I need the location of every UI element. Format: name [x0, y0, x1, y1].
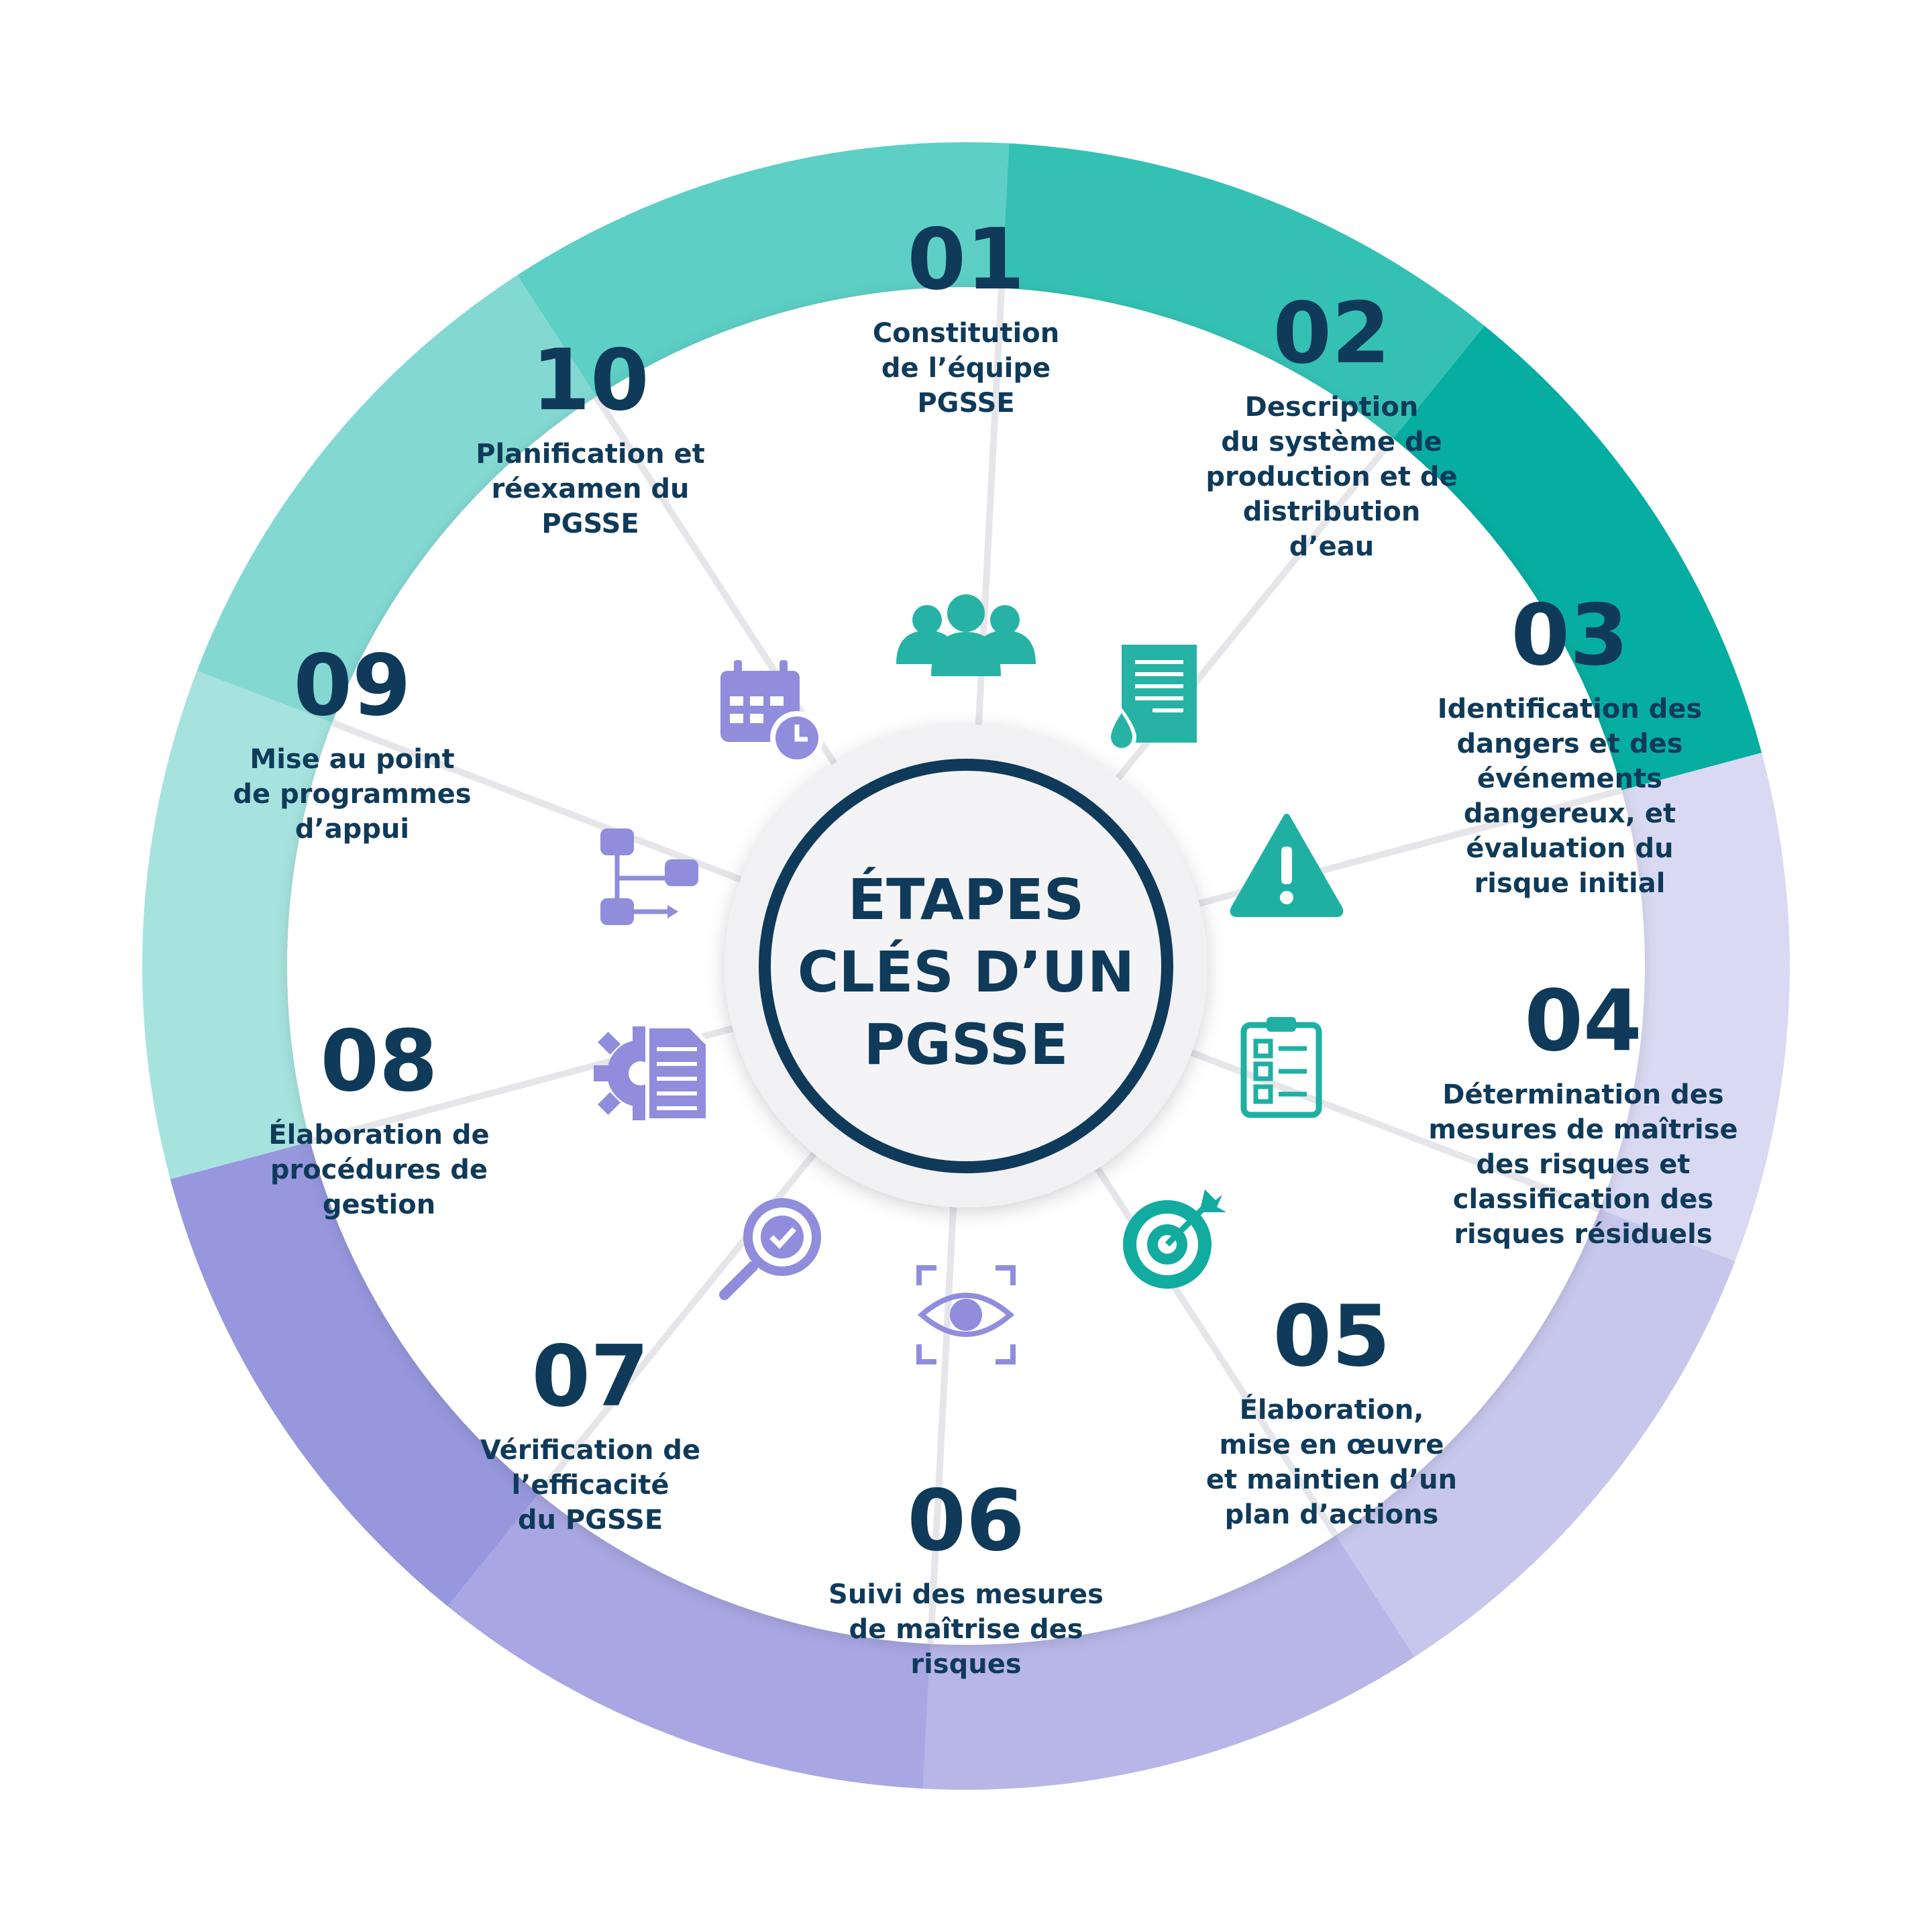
- step-label-line: Planification et: [476, 439, 705, 470]
- checklist-icon: [1240, 1017, 1322, 1118]
- calendar-clock-icon: [720, 660, 824, 765]
- step-number: 10: [531, 331, 649, 429]
- target-icon: [1123, 1189, 1226, 1289]
- step-label-line: évaluation du: [1466, 833, 1673, 864]
- step-label-line: Élaboration de: [268, 1118, 489, 1150]
- step-label-line: de maîtrise des: [849, 1614, 1083, 1645]
- inner-divider-02: [331, 719, 742, 883]
- step-label-line: des risques et: [1477, 1149, 1690, 1180]
- step-label-line: distribution: [1243, 496, 1421, 527]
- center-hub: [759, 759, 1173, 1173]
- step-label-line: d’eau: [1289, 531, 1374, 562]
- step-label-line: Description: [1245, 392, 1419, 423]
- step-label-line: dangereux, et: [1464, 798, 1676, 829]
- step-label-line: événements: [1477, 763, 1662, 794]
- step-label-line: du système de: [1221, 427, 1442, 458]
- gear-document-icon: [594, 1024, 710, 1122]
- step-icons: [594, 594, 1344, 1364]
- step-label-line: risque initial: [1474, 868, 1666, 899]
- center-title-line-3: PGSSE: [863, 1012, 1068, 1077]
- step-label-line: PGSSE: [541, 508, 639, 539]
- step-number: 07: [531, 1327, 649, 1426]
- step-number: 04: [1524, 971, 1642, 1070]
- workflow-icon: [600, 828, 698, 925]
- segment-10: [170, 1131, 564, 1607]
- step-label-line: l’efficacité: [511, 1470, 669, 1501]
- center-title-line-2: CLÉS D’UN: [798, 939, 1134, 1005]
- step-number: 03: [1511, 586, 1628, 684]
- step-label-line: classification des: [1453, 1184, 1713, 1215]
- step-label-line: gestion: [323, 1189, 435, 1220]
- segment-07: [1313, 1195, 1735, 1657]
- center-title-line-1: ÉTAPES: [848, 867, 1085, 932]
- step-label-line: mise en œuvre: [1220, 1430, 1444, 1460]
- step-label-line: Constitution: [873, 318, 1059, 349]
- warning-icon: [1230, 814, 1344, 917]
- step-label-line: plan d’actions: [1225, 1499, 1439, 1530]
- step-number: 08: [320, 1012, 437, 1110]
- magnifier-check-icon: [719, 1198, 821, 1300]
- step-number: 05: [1273, 1287, 1390, 1385]
- segment-09: [447, 1462, 933, 1789]
- segment-05: [1368, 325, 1762, 801]
- segment-02: [197, 275, 619, 737]
- step-number: 09: [293, 636, 411, 735]
- step-label-line: Détermination des: [1442, 1079, 1723, 1110]
- step-label-line: Suivi des mesures: [828, 1579, 1104, 1610]
- step-label-line: Identification des: [1438, 694, 1703, 724]
- step-label-line: Élaboration,: [1240, 1393, 1424, 1426]
- eye-scan-icon: [916, 1265, 1016, 1364]
- step-label-line: Mise au point: [250, 744, 454, 775]
- step-label-line: production et de: [1205, 462, 1457, 492]
- step-label-line: du PGSSE: [518, 1505, 663, 1536]
- segment-04: [999, 143, 1485, 470]
- water-document-icon: [1107, 645, 1197, 752]
- step-number: 02: [1273, 284, 1390, 382]
- step-number: 06: [907, 1471, 1024, 1570]
- step-label-line: PGSSE: [917, 388, 1014, 419]
- step-label-line: mesures de maîtrise: [1428, 1114, 1737, 1145]
- step-label-line: d’appui: [295, 814, 409, 845]
- step-label-line: de l’équipe: [881, 353, 1051, 384]
- step-label-line: risques résiduels: [1454, 1219, 1712, 1250]
- step-number: 01: [907, 210, 1024, 309]
- step-label-line: de programmes: [233, 779, 471, 810]
- team-icon: [896, 594, 1036, 676]
- step-label-line: risques: [910, 1649, 1021, 1680]
- outer-ring: [142, 142, 1790, 1790]
- step-label-line: et maintien d’un: [1206, 1464, 1457, 1495]
- step-label-line: dangers et des: [1456, 729, 1682, 759]
- step-label-line: Vérification de: [480, 1435, 700, 1466]
- segment-03: [517, 142, 1010, 431]
- step-label-line: réexamen du: [491, 474, 689, 504]
- step-label-line: procédures de: [270, 1155, 488, 1185]
- segment-08: [922, 1501, 1415, 1790]
- inner-divider-09: [927, 1207, 957, 1644]
